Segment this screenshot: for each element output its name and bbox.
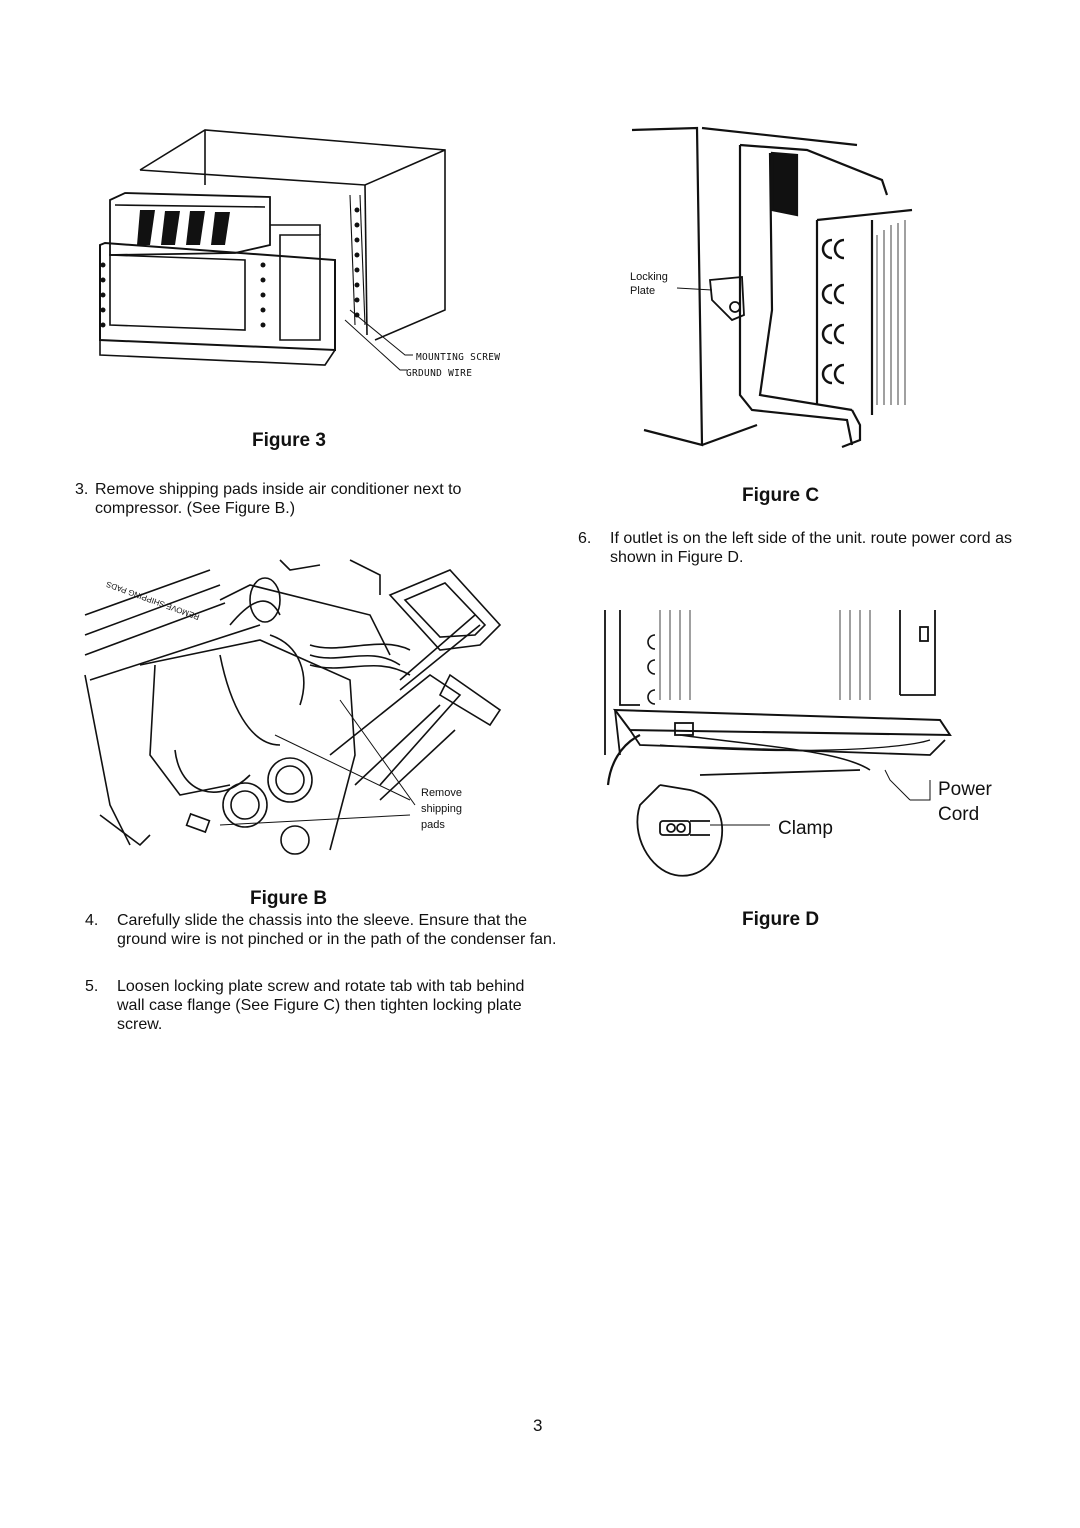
figure-b-caption: Figure B — [250, 888, 328, 909]
figure-b-callout-pads: pads — [421, 819, 445, 831]
figure-3-callout-mounting-screw: MOUNTING SCREW — [416, 352, 501, 363]
figure-d-label-power: Power — [938, 779, 992, 800]
step-4-number: 4. — [85, 912, 99, 929]
step-6-number: 6. — [578, 530, 592, 547]
figure-3-callout-ground-wire: GRDUND WIRE — [406, 368, 473, 379]
figure-c-caption: Figure C — [742, 485, 820, 506]
step-4: 4. Carefully slide the chassis into the … — [85, 911, 565, 971]
figure-b-callout-shipping: shipping — [421, 803, 462, 815]
figure-c-callout-locking: Locking — [630, 271, 668, 283]
figure-3-caption: Figure 3 — [252, 430, 326, 451]
svg-text:REMOVE SHIPPING PADS: REMOVE SHIPPING PADS — [105, 579, 201, 621]
step-3: 3. Remove shipping pads inside air condi… — [75, 480, 545, 520]
figure-c-callout-plate: Plate — [630, 285, 656, 297]
step-3-text: Remove shipping pads inside air conditio… — [95, 481, 462, 517]
step-5-number: 5. — [85, 978, 99, 995]
figure-b-illustration: REMOVE SHIPPING PADS — [84, 559, 502, 855]
step-5-text: Loosen locking plate screw and rotate ta… — [117, 978, 525, 1033]
figure-c-illustration — [631, 126, 913, 449]
step-6: 6. If outlet is on the left side of the … — [578, 529, 1058, 569]
figure-d-label-clamp: Clamp — [778, 818, 833, 839]
step-5: 5. Loosen locking plate screw and rotate… — [85, 977, 565, 1037]
figure-d-label-cord: Cord — [938, 804, 980, 825]
step-3-number: 3. — [75, 481, 89, 498]
figure-d-illustration — [604, 610, 952, 877]
step-4-text: Carefully slide the chassis into the sle… — [117, 912, 557, 948]
figure-3-illustration — [99, 129, 446, 371]
step-6-text: If outlet is on the left side of the uni… — [610, 530, 1013, 566]
figure-b-callout-remove: Remove — [421, 787, 462, 799]
figure-d-caption: Figure D — [742, 909, 820, 930]
page-number: 3 — [533, 1416, 543, 1435]
